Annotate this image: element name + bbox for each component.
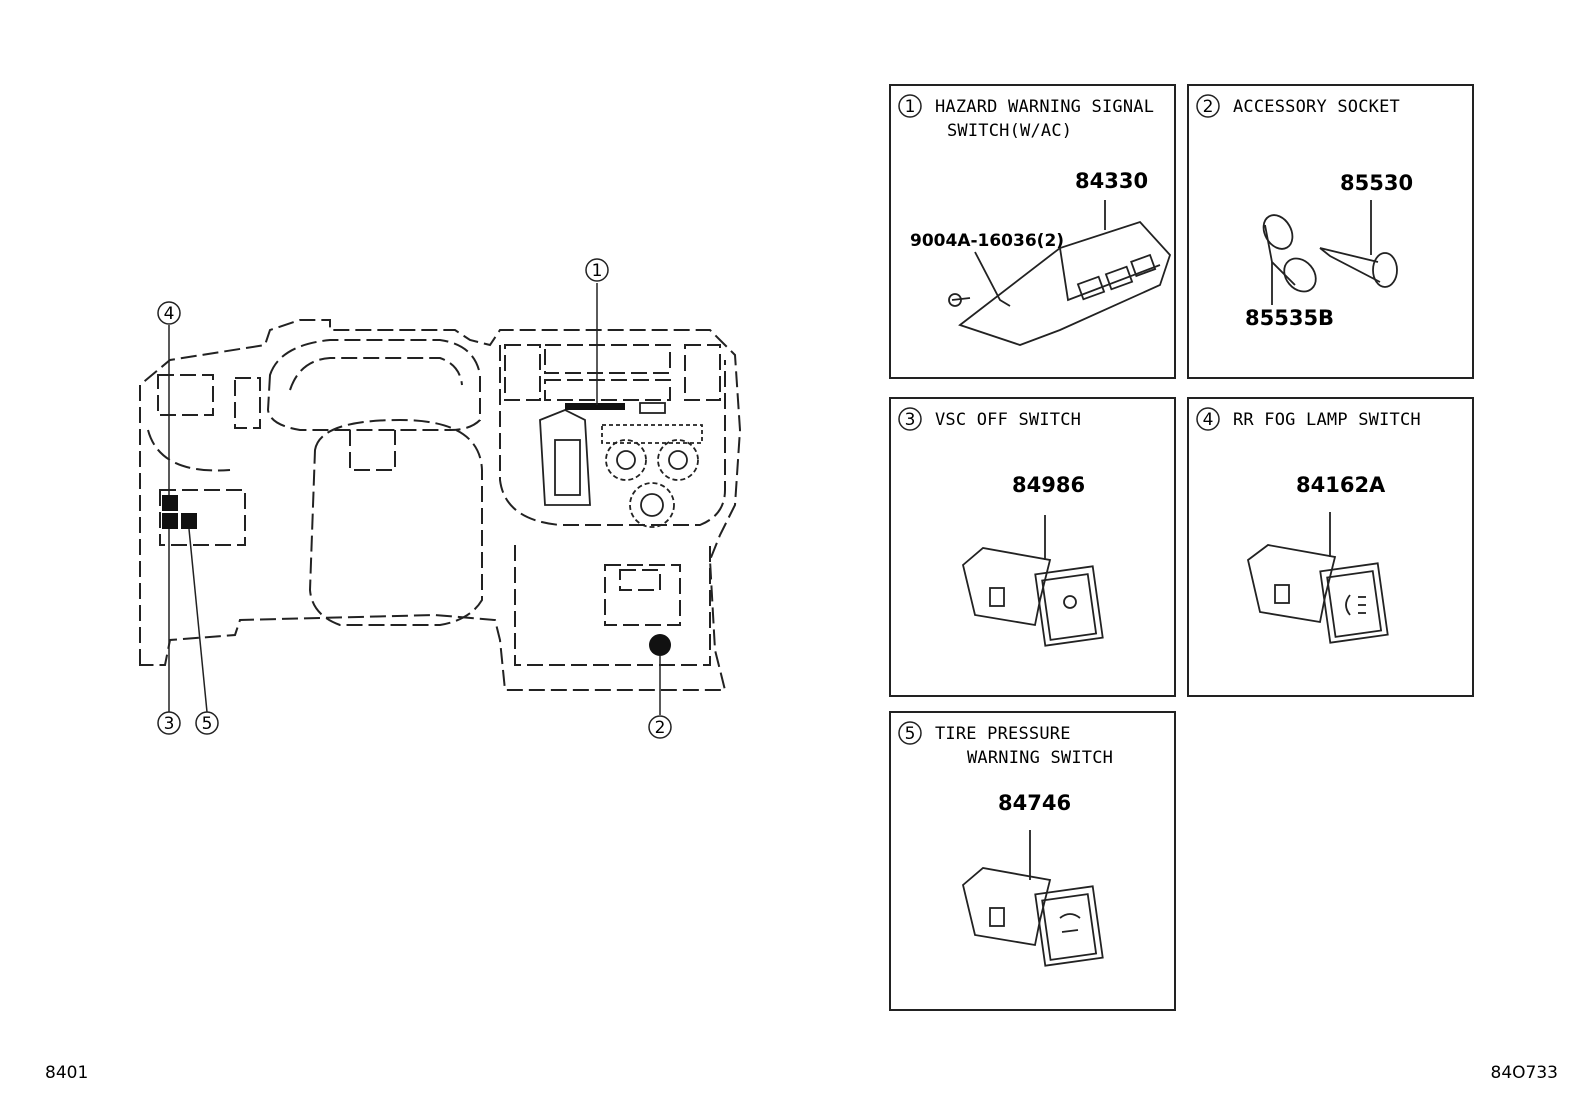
svg-text:1: 1 [905, 97, 916, 117]
svg-text:4: 4 [1203, 410, 1214, 430]
panel-title-line1: ACCESSORY SOCKET [1233, 97, 1400, 117]
panel-hazard-switch: 1 HAZARD WARNING SIGNAL SWITCH(W/AC) 843… [889, 84, 1176, 379]
tire-pressure-switch-drawing [961, 830, 1104, 967]
panel-title-line1: RR FOG LAMP SWITCH [1233, 410, 1421, 430]
footer-right-code: 84O733 [1491, 1063, 1558, 1083]
panel-title-line1: VSC OFF SWITCH [935, 410, 1081, 430]
panel-vsc-off-switch: 3 VSC OFF SWITCH 84986 [889, 397, 1176, 697]
hazard-switch-location [565, 403, 625, 410]
highlight-markers [162, 403, 671, 656]
overview-leader-lines [168, 283, 661, 715]
part-number-85530: 85530 [1340, 171, 1413, 195]
accessory-socket-drawing [1262, 200, 1398, 305]
part-number-84162a: 84162A [1296, 473, 1386, 497]
panel-title-line2: SWITCH(W/AC) [947, 121, 1072, 141]
vsc-switch-drawing [961, 515, 1104, 647]
part-number-84746: 84746 [998, 791, 1071, 815]
rr-fog-switch-location [162, 495, 178, 511]
overview-callout-2: 2 [648, 715, 672, 739]
panel-tire-pressure-warning-switch: 5 TIRE PRESSURE WARNING SWITCH 84746 [889, 711, 1176, 1011]
part-number-84986: 84986 [1012, 473, 1085, 497]
panel-rr-fog-lamp-switch: 4 RR FOG LAMP SWITCH 84162A [1187, 397, 1474, 697]
svg-text:1: 1 [592, 261, 603, 281]
svg-text:5: 5 [202, 714, 213, 734]
part-number-84330: 84330 [1075, 169, 1148, 193]
overview-callout-3: 3 [157, 711, 181, 735]
svg-text:2: 2 [655, 718, 666, 738]
overview-callout-5: 5 [195, 711, 219, 735]
panel-title-line1: TIRE PRESSURE [935, 724, 1071, 744]
overview-callouts: 1 4 3 5 2 [157, 258, 672, 739]
center-console-details [539, 402, 703, 528]
svg-text:3: 3 [164, 714, 175, 734]
vsc-switch-location [162, 513, 178, 529]
panel-title-line1: HAZARD WARNING SIGNAL [935, 97, 1154, 117]
svg-text:2: 2 [1203, 97, 1214, 117]
rr-fog-switch-drawing [1246, 512, 1389, 644]
svg-text:3: 3 [905, 410, 916, 430]
overview-callout-1: 1 [585, 258, 609, 282]
panel-title-line2: WARNING SWITCH [967, 748, 1113, 768]
footer-left-code: 8401 [45, 1063, 88, 1083]
panel-accessory-socket: 2 ACCESSORY SOCKET 85530 85535B [1187, 84, 1474, 379]
dashboard-overview [139, 319, 742, 691]
part-number-85535b: 85535B [1245, 306, 1334, 330]
accessory-socket-location [649, 634, 671, 656]
overview-callout-4: 4 [157, 301, 181, 325]
part-number-screw: 9004A-16036(2) [910, 231, 1064, 251]
svg-text:4: 4 [164, 304, 175, 324]
tire-pressure-switch-location [181, 513, 197, 529]
hazard-switch-drawing [948, 200, 1172, 346]
svg-text:5: 5 [905, 724, 916, 744]
